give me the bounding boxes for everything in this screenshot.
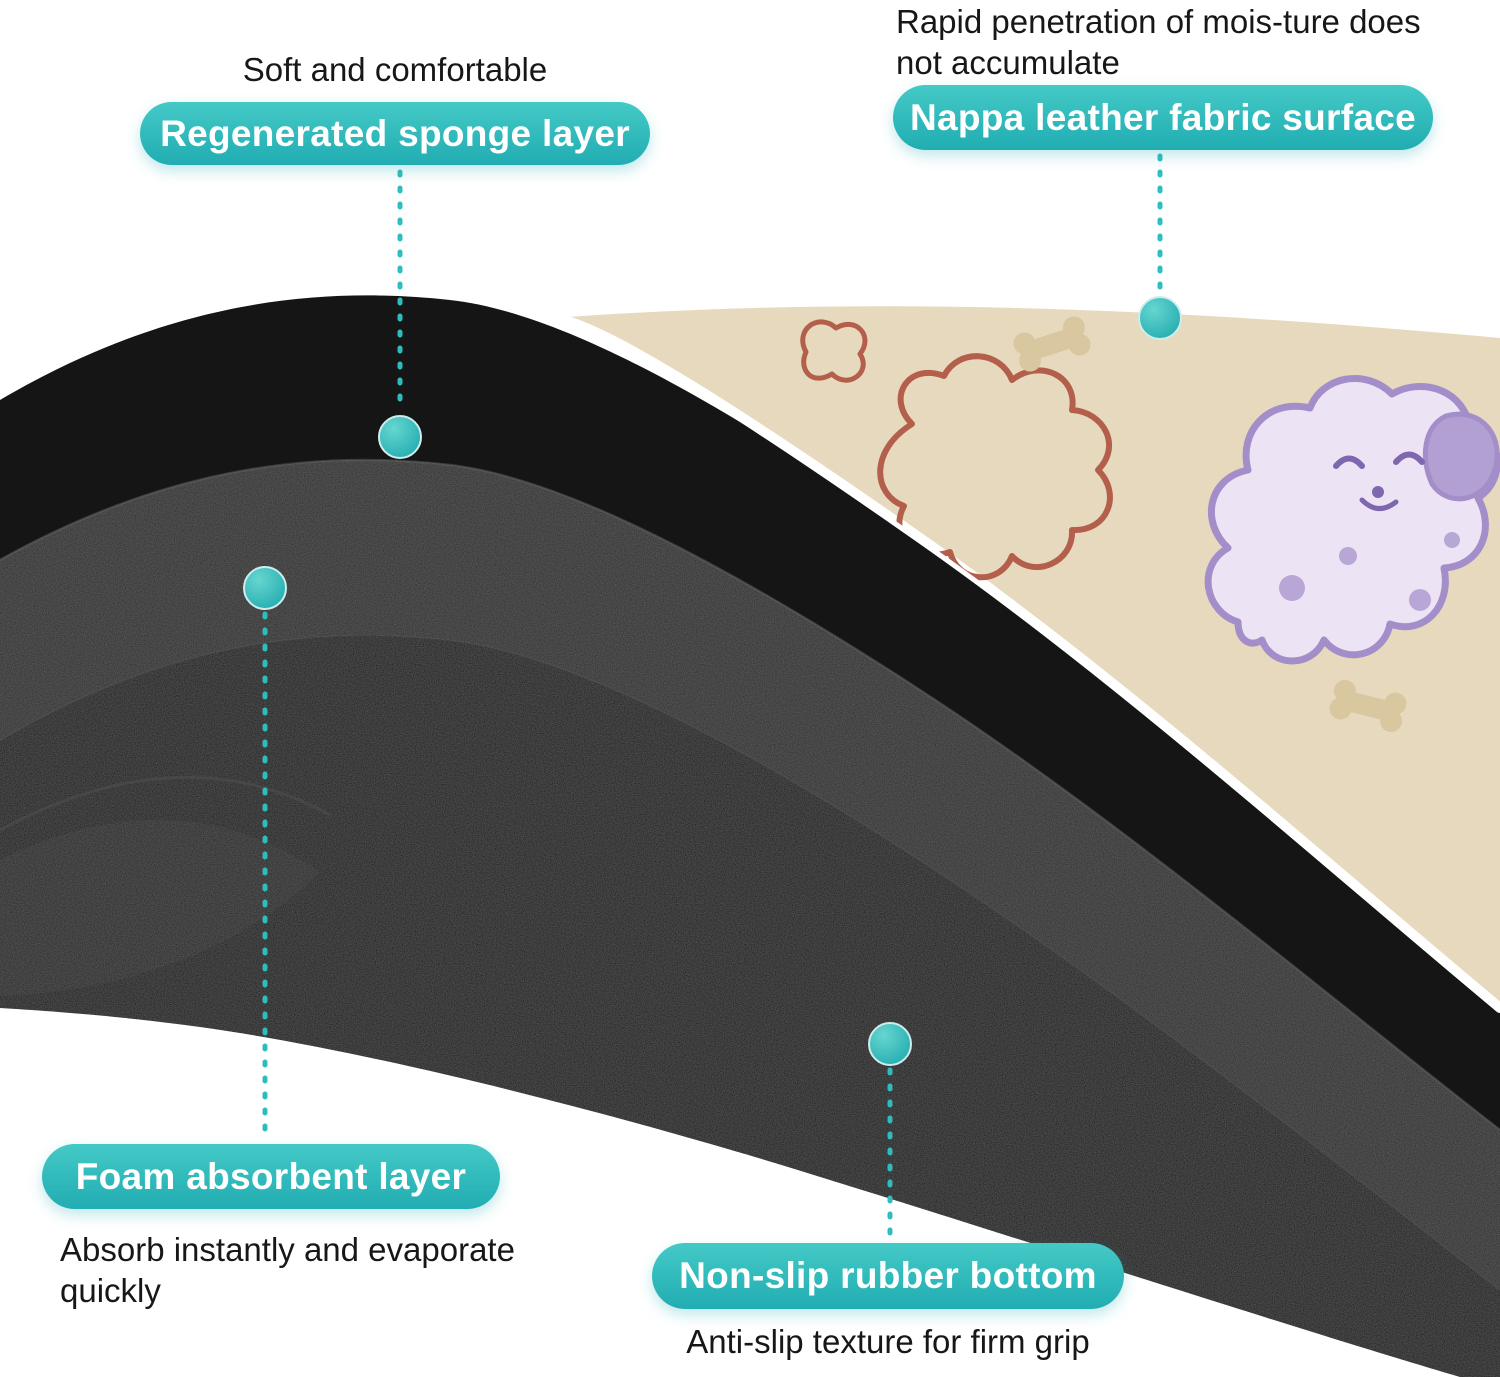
mat-foam-layer [0,459,1500,1291]
layer-separator-line [0,458,1500,1131]
fabric-dog-pattern [800,316,1500,733]
rubber-marker-dot [868,1022,912,1066]
callout-lines [262,153,1163,1240]
sponge-caption: Soft and comfortable [242,51,548,88]
mat-sponge-layer [0,295,1500,1130]
sponge-marker-dot [378,415,422,459]
purple-puppy-spot [1279,575,1305,601]
fabric-marker-dot [1138,296,1182,340]
bone-shape [1329,679,1407,733]
fabric-surface-label: Nappa leather fabric surface [893,85,1433,150]
purple-puppy-eye [1333,455,1365,469]
fabric-white-edge [550,313,1500,1013]
purple-puppy-eye [1393,451,1425,465]
fabric-caption: Rapid penetration of mois-ture does not … [896,3,1421,81]
rubber-caption: Anti-slip texture for firm grip [686,1323,1090,1360]
rubber-bottom-label: Non-slip rubber bottom [652,1243,1124,1309]
layer-markers [243,296,1182,1066]
purple-puppy-smile [1359,497,1399,511]
foam-caption: Absorb instantly and evaporate quickly [60,1231,515,1309]
rubber-underside-sheen [0,819,320,996]
purple-puppy-nose [1372,486,1384,498]
sponge-layer-label: Regenerated sponge layer [140,102,650,165]
layer-separator-line [0,633,1500,1291]
foam-layer-label: Foam absorbent layer [42,1144,500,1209]
foam-marker-dot [243,566,287,610]
rubber-inner-edge-line [0,775,331,832]
purple-puppy-spot [1409,589,1431,611]
mat-rubber-layer [0,635,1500,1377]
red-squiggle-small [800,319,868,383]
purple-puppy-spot [1339,547,1357,565]
purple-puppy-ear [1422,411,1500,502]
bone-shape [1013,316,1091,372]
purple-puppy-spot [1444,532,1460,548]
